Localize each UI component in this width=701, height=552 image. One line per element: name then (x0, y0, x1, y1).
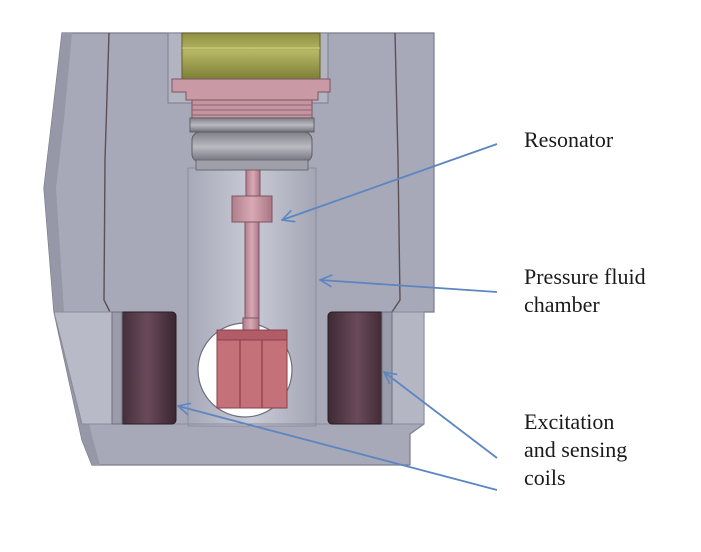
resonator-arrow (282, 143, 498, 220)
pressure-fluid-chamber-label: Pressure fluid chamber (524, 264, 646, 317)
seal-ring-upper (189, 117, 315, 133)
right-lead-wire (391, 32, 401, 313)
seal-ring-body (191, 131, 313, 163)
left-lead-wire (103, 32, 111, 313)
left-coil (117, 311, 177, 425)
olive-cap (181, 32, 321, 80)
seal-ring-lower (195, 159, 309, 171)
left-coil-arrow (178, 406, 498, 491)
right-coil-arrow (384, 372, 498, 459)
right-coil-core (381, 311, 393, 425)
magnet-stem (242, 317, 260, 331)
magnet-top-band (216, 329, 288, 341)
left-coil-core (111, 311, 123, 425)
threaded-fitting (171, 78, 331, 101)
resonator-upper-rod (245, 169, 261, 197)
housing-left-bevel (44, 33, 100, 465)
resonator-label: Resonator (524, 127, 614, 152)
right-coil (327, 311, 387, 425)
neck-thread-lines (192, 104, 312, 116)
excitation-coils-label: Excitation and sensing coils (524, 409, 628, 490)
magnet-block (216, 329, 288, 409)
magnet-segments (239, 330, 263, 408)
coil-slot-region (53, 311, 113, 425)
resonator-rod (244, 221, 260, 323)
coil-slot-region-right (389, 311, 425, 425)
resonator-block (231, 195, 273, 223)
pressure-chamber-arrow (320, 280, 498, 293)
